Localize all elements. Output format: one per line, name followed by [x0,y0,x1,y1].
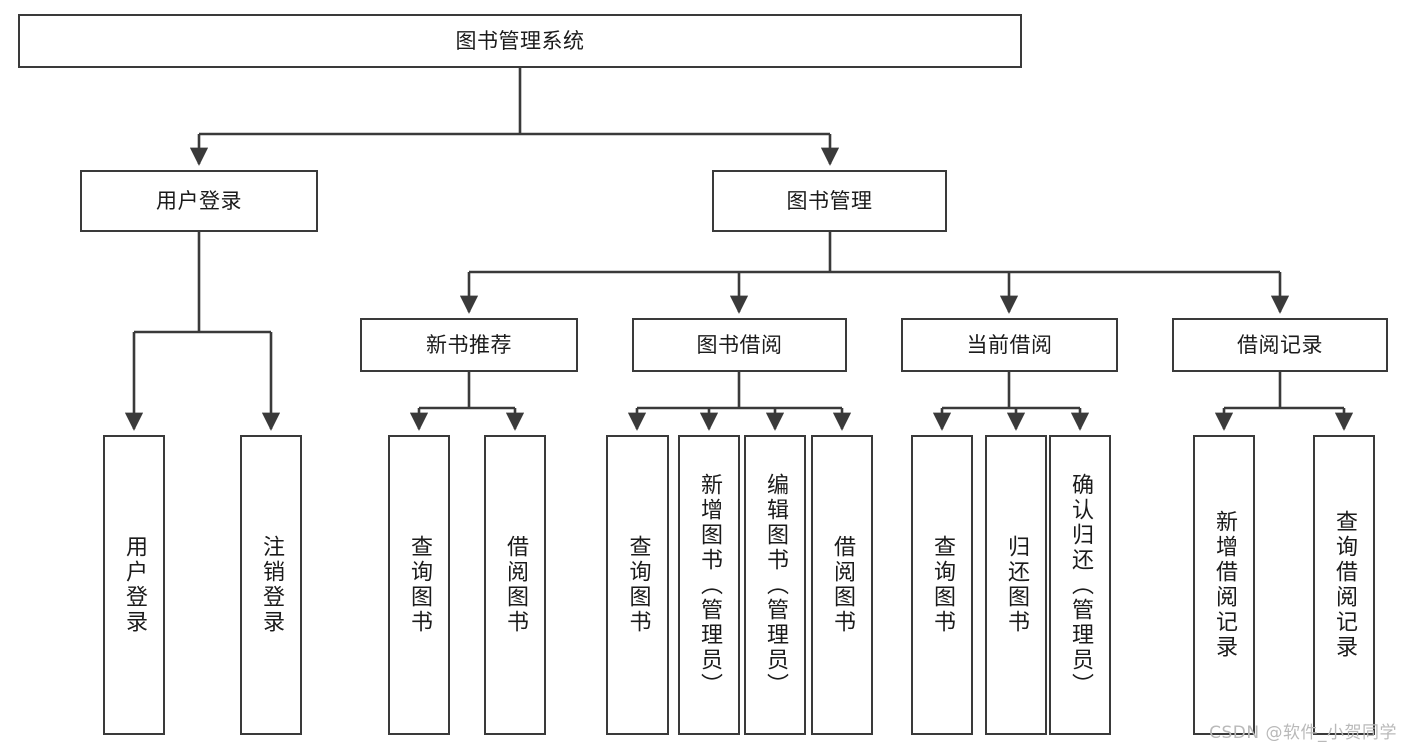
node-leaf-query-book-recommend[interactable]: 查询图书 [388,435,450,735]
node-leaf-confirm-return[interactable]: 确认归还（管理员） [1049,435,1111,735]
node-new-book-recommend-label: 新书推荐 [426,332,512,357]
node-new-book-recommend[interactable]: 新书推荐 [360,318,578,372]
node-leaf-borrow-book-recommend-label: 借阅图书 [503,535,528,635]
node-book-manage[interactable]: 图书管理 [712,170,947,232]
node-current-borrow-label: 当前借阅 [966,332,1053,357]
node-leaf-confirm-return-label: 确认归还（管理员） [1068,472,1093,698]
node-leaf-query-book-current-label: 查询图书 [930,535,955,635]
node-leaf-query-book-current[interactable]: 查询图书 [911,435,973,735]
node-leaf-user-login[interactable]: 用户登录 [103,435,165,735]
node-borrow-record-label: 借阅记录 [1237,332,1323,357]
node-leaf-user-logout-label: 注销登录 [259,535,284,635]
node-leaf-add-book[interactable]: 新增图书（管理员） [678,435,740,735]
node-leaf-query-book-recommend-label: 查询图书 [407,535,432,635]
node-leaf-borrow-book[interactable]: 借阅图书 [811,435,873,735]
node-borrow-record[interactable]: 借阅记录 [1172,318,1388,372]
node-leaf-return-book[interactable]: 归还图书 [985,435,1047,735]
node-leaf-query-book-borrow[interactable]: 查询图书 [606,435,669,735]
node-book-borrow-label: 图书借阅 [696,332,783,357]
node-user-login[interactable]: 用户登录 [80,170,318,232]
node-root-label: 图书管理系统 [455,28,585,53]
node-leaf-borrow-book-recommend[interactable]: 借阅图书 [484,435,546,735]
node-leaf-user-login-label: 用户登录 [122,535,147,635]
node-leaf-query-borrow-record-label: 查询借阅记录 [1332,510,1357,660]
node-user-login-label: 用户登录 [156,188,242,213]
node-leaf-add-borrow-record[interactable]: 新增借阅记录 [1193,435,1255,735]
node-leaf-user-logout[interactable]: 注销登录 [240,435,302,735]
node-root[interactable]: 图书管理系统 [18,14,1022,68]
node-current-borrow[interactable]: 当前借阅 [901,318,1118,372]
node-leaf-return-book-label: 归还图书 [1004,535,1029,635]
node-leaf-add-borrow-record-label: 新增借阅记录 [1212,510,1237,660]
node-book-manage-label: 图书管理 [786,188,873,213]
csdn-watermark: CSDN @软件_小贺同学 [1209,723,1397,743]
node-leaf-edit-book[interactable]: 编辑图书（管理员） [744,435,806,735]
node-leaf-borrow-book-label: 借阅图书 [830,535,855,635]
node-leaf-add-book-label: 新增图书（管理员） [697,472,722,698]
node-leaf-edit-book-label: 编辑图书（管理员） [763,472,788,698]
node-book-borrow[interactable]: 图书借阅 [632,318,847,372]
node-leaf-query-borrow-record[interactable]: 查询借阅记录 [1313,435,1375,735]
node-leaf-query-book-borrow-label: 查询图书 [625,535,651,635]
